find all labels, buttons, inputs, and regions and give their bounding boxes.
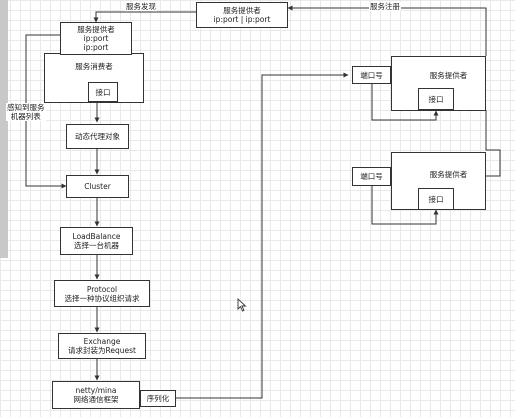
cluster-label: Cluster bbox=[84, 182, 111, 191]
cluster-box: Cluster bbox=[66, 175, 129, 198]
exchange-line1: Exchange bbox=[83, 337, 121, 346]
provider-b-port-label: 端口号 bbox=[360, 172, 383, 181]
proxy-box: 动态代理对象 bbox=[66, 124, 129, 149]
consumer-interface-box: 接口 bbox=[88, 82, 118, 102]
netty-line2: 网络通信框架 bbox=[73, 395, 119, 404]
sense-label: 感知到服务 机器列表 bbox=[6, 103, 46, 121]
provider-list-box: 服务提供者 ip:port ip:port bbox=[60, 22, 132, 55]
register-edge bbox=[287, 5, 487, 56]
loadbalance-line1: LoadBalance bbox=[72, 232, 121, 241]
protocol-box: Protocol 选择一种协议组织请求 bbox=[54, 280, 150, 307]
provider-b-interface: 接口 bbox=[418, 188, 454, 210]
register-label: 服务注册 bbox=[369, 2, 401, 11]
provider-b-interface-label: 接口 bbox=[428, 194, 444, 204]
provider-a-port: 端口号 bbox=[352, 66, 391, 84]
netty-line1: netty/mina bbox=[75, 386, 117, 395]
provider-a-interface-label: 接口 bbox=[428, 94, 444, 104]
consumer-container: 服务消费者 bbox=[44, 53, 144, 103]
provider-addr-1: ip:port bbox=[83, 34, 109, 43]
left-scrollbar-strip bbox=[0, 0, 8, 258]
protocol-line2: 选择一种协议组织请求 bbox=[64, 293, 140, 303]
provider-b-title: 服务提供者 bbox=[429, 170, 468, 179]
mouse-cursor-icon bbox=[237, 298, 247, 312]
provider-a-port-label: 端口号 bbox=[360, 70, 383, 80]
proxy-label: 动态代理对象 bbox=[75, 132, 120, 141]
registry-box: 服务提供者 ip:port | ip:port bbox=[196, 2, 288, 28]
serialize-label: 序列化 bbox=[146, 394, 170, 403]
loadbalance-line2: 选择一台机器 bbox=[74, 241, 119, 250]
provider-b-port: 端口号 bbox=[352, 167, 391, 186]
discover-edge bbox=[93, 11, 196, 23]
discover-label: 服务发现 bbox=[125, 2, 157, 11]
provider-addr-2: ip:port bbox=[83, 43, 109, 52]
serialize-box: 序列化 bbox=[140, 390, 176, 407]
protocol-line1: Protocol bbox=[86, 284, 118, 294]
provider-a-title: 服务提供者 bbox=[429, 71, 468, 80]
netty-box: netty/mina 网络通信框架 bbox=[52, 381, 140, 409]
provider-a-interface: 接口 bbox=[418, 88, 454, 110]
loadbalance-box: LoadBalance 选择一台机器 bbox=[60, 227, 133, 255]
consumer-title: 服务消费者 bbox=[75, 62, 113, 71]
registry-address: ip:port | ip:port bbox=[213, 15, 271, 24]
exchange-box: Exchange 请求封装为Request bbox=[58, 333, 146, 359]
provider-list-title: 服务提供者 bbox=[77, 25, 115, 34]
exchange-line2: 请求封装为Request bbox=[68, 346, 136, 355]
consumer-interface-label: 接口 bbox=[95, 87, 111, 97]
registry-title: 服务提供者 bbox=[223, 6, 261, 15]
